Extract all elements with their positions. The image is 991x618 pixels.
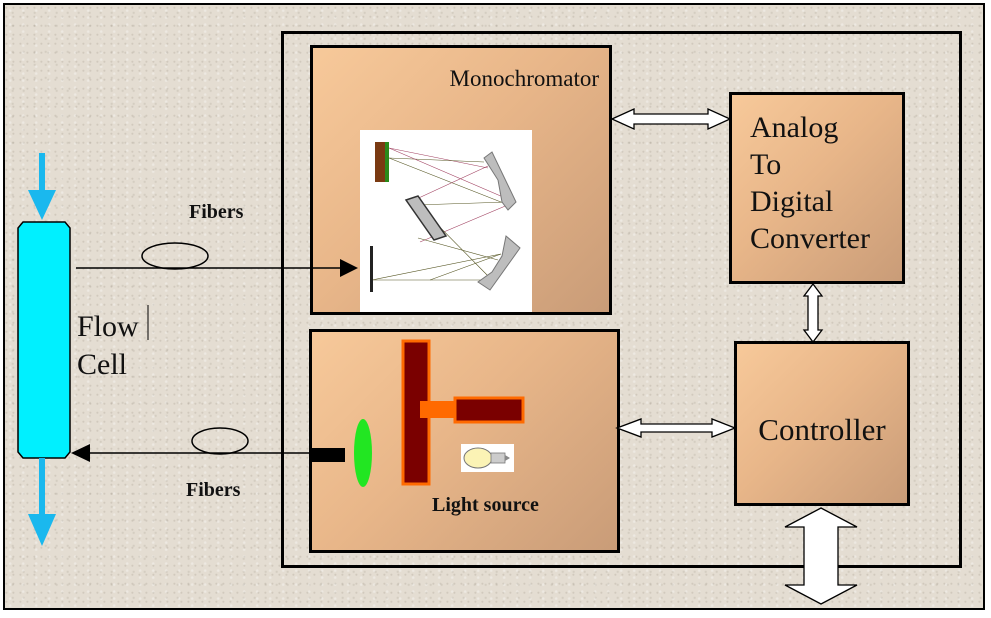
adc-label-line: To bbox=[750, 148, 782, 181]
controller-external-double-arrow-icon bbox=[784, 507, 858, 605]
monochromator-optics-image bbox=[360, 130, 532, 312]
controller-block: Controller bbox=[734, 341, 910, 506]
adc-label: Analog To Digital Converter bbox=[750, 109, 870, 257]
light-bulb-icon bbox=[461, 444, 514, 472]
monochromator-block: Monochromator bbox=[310, 45, 612, 315]
lightsource-controller-double-arrow-icon bbox=[615, 418, 737, 438]
flow-cell-tube bbox=[17, 221, 71, 459]
lower-fiber-bundle-icon bbox=[191, 427, 249, 455]
focusing-mirror-icon bbox=[477, 235, 521, 291]
adc-controller-double-arrow-icon bbox=[802, 282, 824, 344]
upper-fiber-arrowhead-icon bbox=[340, 259, 358, 277]
mono-adc-double-arrow-icon bbox=[610, 107, 732, 131]
adc-block: Analog To Digital Converter bbox=[729, 92, 905, 284]
flow-cell-label-line: Cell bbox=[77, 348, 127, 381]
light-source-label: Light source bbox=[432, 494, 539, 516]
flow-cell-label: Flow Cell bbox=[77, 308, 139, 384]
flow-out-arrow-icon bbox=[28, 458, 56, 546]
flow-cell-label-line: Flow bbox=[77, 310, 139, 343]
light-source-block: Light source bbox=[309, 329, 620, 553]
entrance-slit-icon bbox=[370, 246, 373, 292]
adc-label-line: Analog bbox=[750, 111, 839, 144]
detector-icon bbox=[375, 142, 387, 182]
adc-label-line: Digital bbox=[750, 185, 834, 218]
flow-in-arrow-icon bbox=[28, 153, 56, 220]
fiber-connector-icon bbox=[312, 448, 345, 462]
upper-fibers-label: Fibers bbox=[189, 201, 244, 223]
diffraction-grating-icon bbox=[404, 195, 448, 241]
lamp-holder-connector-icon bbox=[420, 401, 456, 418]
upper-fiber-bundle-icon bbox=[141, 242, 209, 270]
controller-label: Controller bbox=[758, 412, 886, 447]
adc-label-line: Converter bbox=[750, 222, 870, 255]
lens-icon bbox=[354, 419, 372, 487]
monochromator-label: Monochromator bbox=[449, 66, 599, 91]
collimating-mirror-icon bbox=[483, 151, 517, 211]
lower-fibers-label: Fibers bbox=[186, 479, 241, 501]
lamp-housing-icon bbox=[453, 396, 525, 424]
instrument-enclosure bbox=[281, 31, 962, 568]
lower-fiber-arrowhead-icon bbox=[71, 444, 90, 462]
